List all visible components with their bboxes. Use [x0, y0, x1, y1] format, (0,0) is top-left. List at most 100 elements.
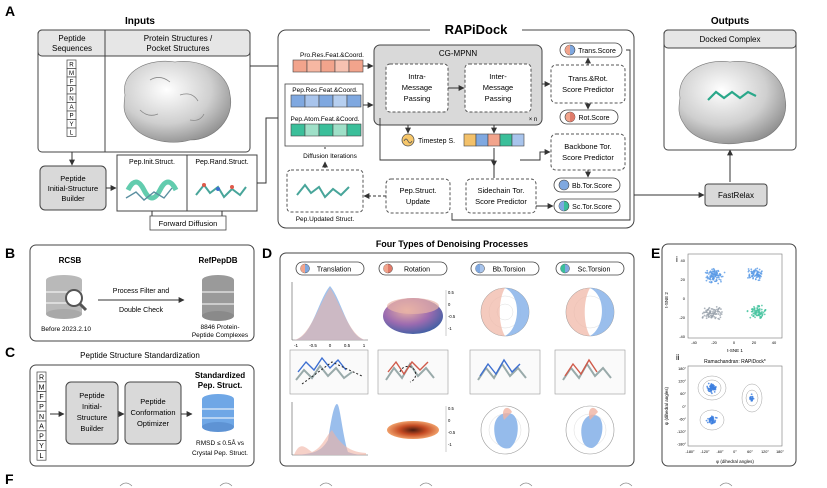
- tsne-point: [714, 309, 716, 311]
- tsne-point: [701, 312, 704, 315]
- translation-density-bottom: [291, 402, 368, 456]
- bb-tor-score-icon: [558, 179, 570, 191]
- sequence-residue: N: [69, 95, 73, 102]
- denoising-type-label: Bb.Torsion: [492, 267, 525, 274]
- rama-point: [712, 415, 714, 418]
- trans-rot-predictor-box: [550, 64, 626, 104]
- rama-point: [714, 387, 716, 390]
- optimizer-box: [124, 381, 182, 445]
- sc-torsion-polar-top: [565, 287, 615, 337]
- tsne-point: [708, 277, 711, 280]
- rcsb-database-icon: [46, 275, 88, 319]
- tsne-point: [719, 279, 722, 281]
- rama-point: [712, 419, 715, 421]
- tsne-point: [714, 313, 717, 316]
- sphere-tick-label: 0: [448, 302, 451, 307]
- pep-updated-struct-image: [296, 183, 350, 199]
- rama-x-tick: 60°: [747, 450, 753, 454]
- sequence-residue: R: [69, 61, 74, 68]
- rama-point: [710, 389, 713, 392]
- sc-tor-score-label: Sc.Tor.Score: [572, 204, 612, 211]
- tsne-point: [758, 277, 761, 280]
- rama-point: [708, 387, 711, 390]
- tsne-point: [750, 314, 753, 316]
- pep-res-feature-vector: [290, 94, 362, 108]
- tsne-point: [723, 271, 726, 274]
- process-label-2: Double Check: [119, 307, 163, 314]
- tsne-point: [752, 314, 755, 317]
- tsne-point: [717, 313, 720, 315]
- panel-b: RCSB RefPepDB Before 2023.2.10 Process F…: [29, 244, 255, 342]
- magnifier-icon: [65, 289, 83, 307]
- tsne-point: [713, 268, 716, 271]
- rama-x-tick: 120°: [761, 450, 769, 454]
- rama-point: [749, 396, 751, 399]
- tsne-point: [751, 275, 754, 278]
- sequence-residue: R: [39, 375, 44, 382]
- tsne-point: [760, 311, 763, 314]
- rama-point: [706, 387, 709, 389]
- tsne-point: [747, 268, 750, 270]
- feature-cell: [290, 123, 306, 137]
- tsne-point: [755, 276, 758, 279]
- sequence-residue: L: [40, 453, 44, 460]
- builder-c-1: Peptide: [79, 391, 104, 400]
- tsne-point: [756, 310, 759, 312]
- tsne-y-tick: 0: [683, 296, 686, 301]
- tsne-point: [708, 281, 711, 283]
- trans-rot-predictor-1: Trans.&Rot.: [568, 74, 608, 83]
- tsne-point: [717, 269, 719, 272]
- sidechain-predictor-box: [465, 178, 537, 214]
- sequence-residue: A: [69, 104, 74, 111]
- sequence-residue: F: [70, 78, 74, 85]
- tsne-point: [763, 313, 766, 316]
- sidechain-predictor-2: Score Predictor: [475, 197, 527, 206]
- tsne-point: [719, 316, 722, 319]
- tsne-point: [758, 308, 761, 310]
- rama-point: [714, 385, 717, 388]
- denoising-type-badge: [295, 261, 365, 276]
- docked-complex-image: [678, 61, 787, 145]
- refpepdb-database-icon: [202, 275, 234, 321]
- tsne-point: [706, 309, 709, 311]
- tsne-point: [761, 313, 764, 316]
- tsne-point: [718, 276, 720, 279]
- rand-struct-label: Pep.Rand.Struct.: [195, 159, 248, 166]
- tsne-point: [707, 315, 710, 318]
- standardized-database-icon: [202, 394, 234, 432]
- tsne-point: [756, 314, 758, 317]
- sphere-tick-label: -1: [448, 442, 452, 447]
- tsne-point: [719, 314, 722, 316]
- process-label-1: Process Filter and: [113, 288, 170, 295]
- denoising-type-label: Sc.Torsion: [578, 267, 611, 274]
- feature-cell: [334, 59, 350, 73]
- sequence-residue: L: [70, 129, 74, 136]
- tsne-x-tick: -20: [711, 340, 718, 345]
- sc-tor-score-badge: [553, 198, 621, 214]
- sequence-residue: P: [39, 404, 44, 411]
- tsne-point: [716, 309, 719, 312]
- feature-cell: [332, 123, 348, 137]
- rmsd-label-2: Crystal Pep. Struct.: [192, 450, 248, 457]
- tsne-point: [711, 275, 714, 278]
- builder-label-2: Initial-Structure: [48, 184, 98, 193]
- sphere-tick-label: -0.5: [448, 314, 456, 319]
- rapidock-section: RAPiDock Pro.Res.Feat.&Coord. Pep.Res.Fe…: [277, 20, 635, 229]
- tsne-point: [720, 280, 722, 283]
- bb-tor-score-badge: [553, 177, 621, 193]
- tsne-point: [703, 314, 706, 317]
- sphere-tick-label: 0.5: [448, 406, 454, 411]
- sequence-residue: P: [39, 433, 44, 440]
- rot-score-icon-half: [570, 112, 575, 122]
- translation-structure-image: [289, 349, 369, 395]
- sc-tor-score-icon-half: [559, 201, 564, 211]
- feature-cell: [318, 94, 334, 108]
- tsne-point: [710, 307, 713, 310]
- tsne-point: [717, 274, 720, 277]
- sequence-residue: P: [69, 87, 73, 94]
- rama-point: [711, 392, 713, 395]
- tsne-plot-frame: [687, 253, 783, 339]
- tsne-point: [746, 310, 749, 313]
- tsne-point: [754, 274, 757, 277]
- rama-point: [706, 385, 709, 388]
